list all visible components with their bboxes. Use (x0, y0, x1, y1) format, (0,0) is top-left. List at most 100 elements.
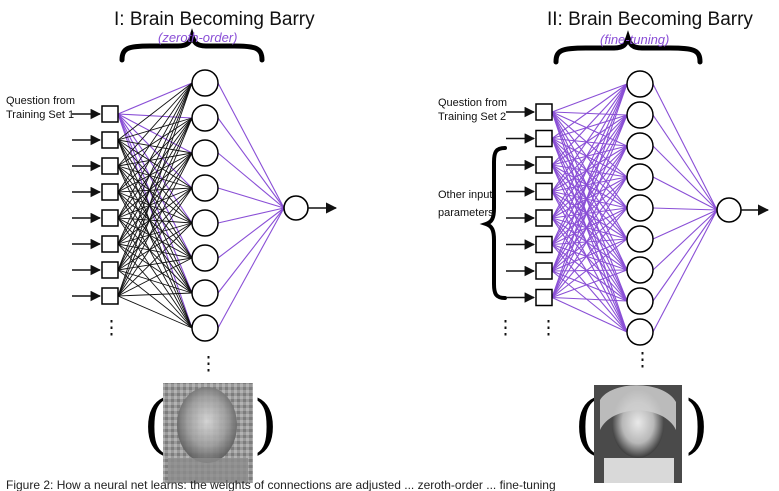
right-connection-edges (551, 83, 628, 333)
hidden-node (191, 69, 219, 97)
connection-edge (551, 191, 628, 240)
connection-edge (551, 83, 628, 219)
connection-edge (551, 83, 628, 272)
left-close-paren: ) (253, 388, 278, 462)
hidden-node (626, 318, 654, 346)
output-edge (217, 207, 285, 259)
right-hidden-nodes (626, 70, 654, 346)
left-brace-icon (119, 28, 265, 63)
connection-edge (117, 117, 193, 245)
left-network-panel: I: Brain Becoming Barry (zeroth-order) Q… (6, 9, 338, 483)
connection-edge (117, 82, 193, 271)
connection-edge (551, 217, 628, 302)
hidden-node (191, 139, 219, 167)
right-input-label: Question from Training Set 2 (438, 97, 507, 123)
connection-edge (551, 244, 628, 302)
left-input-nodes (72, 105, 119, 305)
connection-edge (551, 138, 628, 333)
hidden-node (191, 209, 219, 237)
connection-edge (117, 243, 193, 329)
output-edge (652, 114, 718, 211)
connection-edge (117, 82, 193, 297)
output-edge (652, 209, 718, 302)
hidden-node (191, 314, 219, 342)
connection-edge (117, 222, 193, 271)
connection-edge (117, 257, 193, 271)
connection-edge (117, 187, 193, 271)
input-node (535, 209, 553, 227)
right-output-edges (652, 83, 718, 333)
connection-edge (117, 187, 193, 219)
input-node (101, 183, 119, 201)
hidden-node (626, 163, 654, 191)
connection-edge (551, 83, 628, 298)
connection-edge (117, 243, 193, 294)
input-node (101, 287, 119, 305)
input-node (101, 105, 119, 123)
connection-edge (117, 217, 193, 329)
input-node (535, 129, 553, 148)
left-hidden-ellipsis: ⋮ (199, 354, 218, 375)
connection-edge (551, 114, 628, 272)
connection-edge (117, 117, 193, 271)
output-edge (652, 145, 718, 211)
input-node (535, 156, 553, 174)
connection-edge (117, 269, 193, 294)
right-hidden-ellipsis: ⋮ (633, 350, 652, 371)
output-edge (652, 209, 718, 271)
hidden-node (626, 225, 654, 253)
left-panel-subtitle: (zeroth-order) (158, 30, 237, 45)
connection-edge (117, 152, 193, 219)
connection-edge (551, 164, 628, 333)
connection-edge (117, 152, 193, 193)
output-edge (652, 83, 718, 211)
input-node (535, 182, 553, 201)
connection-edge (117, 292, 193, 297)
connection-edge (117, 217, 193, 259)
connection-edge (551, 164, 628, 302)
connection-edge (117, 269, 193, 329)
connection-edge (551, 238, 628, 298)
connection-edge (551, 243, 628, 271)
connection-edge (117, 222, 193, 297)
right-panel-title: II: Brain Becoming Barry (547, 9, 753, 30)
input-node (535, 103, 553, 121)
connection-edge (117, 243, 193, 259)
connection-edge (551, 176, 628, 272)
connection-edge (551, 217, 628, 271)
connection-edge (117, 139, 193, 329)
connection-edge (551, 145, 628, 219)
connection-edge (117, 113, 193, 294)
connection-edge (117, 257, 193, 297)
output-edge (217, 152, 285, 209)
input-node (101, 235, 119, 253)
connection-edge (551, 244, 628, 333)
connection-edge (551, 145, 628, 166)
connection-edge (551, 83, 628, 139)
connection-edge (117, 82, 193, 115)
connection-edge (551, 83, 628, 245)
left-hidden-nodes (191, 69, 219, 342)
output-edge (652, 209, 718, 240)
connection-edge (551, 176, 628, 219)
connection-edge (551, 164, 628, 271)
left-panel-title: I: Brain Becoming Barry (114, 9, 315, 30)
hidden-node (191, 279, 219, 307)
hidden-node (626, 132, 654, 160)
right-close-paren: ) (684, 388, 709, 462)
left-input-label-line1: Question from (6, 95, 75, 107)
connection-edge (551, 138, 628, 302)
connection-edge (551, 191, 628, 333)
output-edge (217, 117, 285, 209)
right-other-label: Other input parameters (438, 189, 494, 219)
connection-edge (117, 152, 193, 245)
connection-edge (551, 269, 628, 272)
right-portrait-image (594, 385, 682, 483)
right-network-panel: II: Brain Becoming Barry (fine-tuning) Q… (438, 9, 770, 483)
input-node (535, 288, 553, 307)
output-edge (217, 82, 285, 209)
connection-edge (117, 117, 193, 193)
connection-edge (117, 113, 193, 329)
hidden-node (191, 174, 219, 202)
